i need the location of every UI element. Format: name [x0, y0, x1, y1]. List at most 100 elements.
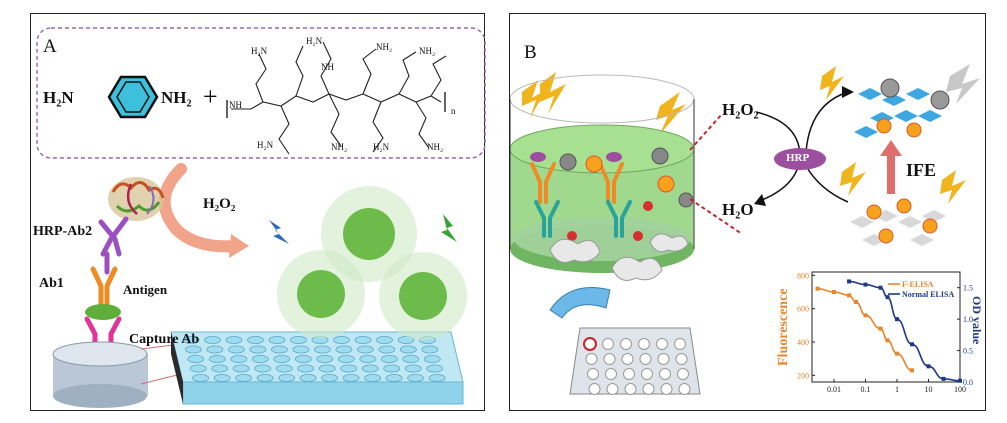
nanoparticle-grey [559, 153, 577, 171]
plus-sign: + [203, 82, 218, 111]
microplate [170, 331, 464, 405]
nanoparticle-glowing [657, 175, 675, 193]
ab1-label: Ab1 [39, 276, 64, 291]
plate-well [290, 335, 307, 344]
plate-well [378, 345, 396, 354]
plate-well [404, 364, 422, 373]
plate-well [337, 354, 355, 363]
chart-ylabel: Fluorescence [776, 288, 791, 367]
y2-tick-label: 1.0 [963, 315, 973, 324]
data-point [832, 290, 837, 294]
plate-well [292, 345, 310, 354]
plate-well [247, 335, 264, 344]
data-point [863, 313, 868, 318]
plate-well [376, 335, 393, 344]
hrp-enzyme [606, 152, 622, 162]
x-tick-label: 0.1 [861, 385, 871, 394]
pei-amine-group: NH₂ [331, 142, 348, 152]
well-cylinder [52, 341, 148, 408]
plate-well [359, 354, 377, 363]
pei-amine-group: H₂N [373, 142, 390, 152]
ife-label: IFE [906, 160, 937, 180]
plate-well [235, 373, 253, 382]
plate-well [278, 373, 296, 382]
lightning-icon [269, 220, 289, 244]
plate-well [402, 354, 420, 363]
plate-well [189, 364, 207, 373]
dashed-connector [689, 198, 743, 235]
plate-well [184, 345, 202, 354]
antigen-label: Antigen [123, 282, 168, 297]
mini-well [620, 338, 632, 350]
plate-well [208, 354, 226, 363]
x-tick-label: 100 [954, 385, 966, 394]
mini-well [585, 353, 598, 365]
antigen-marker [633, 231, 643, 241]
reaction-arrow-head [229, 234, 249, 258]
lightning-icons [522, 66, 966, 204]
x-tick-label: 0.01 [827, 385, 841, 394]
pei-amine-group: H₂N [306, 36, 323, 46]
plate-well [230, 354, 248, 363]
hrp-ab2-label: HRP-Ab2 [33, 224, 93, 239]
data-point [878, 285, 883, 290]
mini-well [624, 383, 637, 395]
pei-structure [226, 41, 447, 155]
plate-well [211, 364, 229, 373]
mini-well [675, 353, 688, 365]
catalysis-arrow [805, 165, 849, 203]
plate-well [299, 373, 317, 382]
plate-well [182, 335, 200, 344]
hrp-label: HRP [786, 152, 810, 164]
y2-tick-label: 0.5 [963, 347, 973, 356]
plate-well [340, 364, 358, 373]
data-point [854, 300, 859, 304]
monomer-amine-left: H₂N [43, 88, 74, 107]
mini-well [641, 368, 653, 380]
plate-well [192, 373, 210, 382]
panel-a: A H₂N NH₂ + NH n H₂N H₂N NH NH₂ NH₂ H₂N … [30, 13, 486, 411]
mini-well [621, 353, 634, 365]
pei-amine-group: NH₂ [376, 42, 393, 52]
plate-well [421, 345, 439, 354]
y-tick-label: 400 [797, 338, 809, 347]
pipette-arrow-icon [549, 287, 611, 319]
data-point [815, 286, 820, 291]
plate-well [225, 335, 243, 344]
mini-well [660, 383, 673, 395]
plate-well [294, 354, 312, 363]
x-tick-label: 10 [925, 385, 933, 394]
mini-well [677, 368, 689, 380]
mini-well [638, 338, 650, 350]
data-point [878, 326, 883, 331]
legend-entry: F-ELISA [902, 280, 934, 289]
x-tick-label: 1 [895, 385, 899, 394]
h2o2-label: H₂O₂ [203, 196, 236, 212]
antigen-marker [643, 201, 653, 211]
plate-well [321, 373, 339, 382]
y2-tick-label: 0.0 [963, 378, 973, 387]
mini-well [623, 368, 635, 380]
mini-well [603, 353, 616, 365]
pei-imine-group: NH [321, 62, 334, 72]
selected-well-marker [583, 337, 597, 351]
nanoparticle-grey [651, 147, 669, 165]
chart-y2label: OD value [970, 296, 984, 345]
plate-well [232, 364, 250, 373]
panel-b-letter: B [524, 42, 537, 63]
data-point [863, 282, 868, 287]
mini-well [605, 368, 617, 380]
plate-well [423, 354, 441, 363]
pei-amine-group: NH₂ [419, 46, 436, 56]
catalysis-arrow [805, 91, 849, 153]
plate-well [356, 345, 374, 354]
data-point [885, 295, 890, 300]
plate-well [399, 345, 417, 354]
y-tick-label: 800 [797, 271, 809, 280]
monomer-box [36, 27, 486, 159]
pei-amine-group: NH₂ [427, 142, 444, 152]
lightning-icon [441, 214, 457, 242]
plate-well [297, 364, 315, 373]
plate-well [426, 364, 444, 373]
